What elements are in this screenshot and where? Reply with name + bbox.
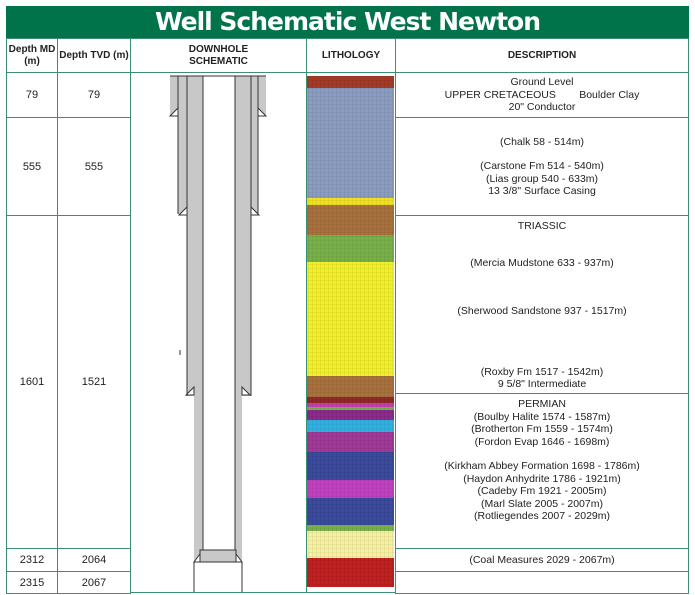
description-line: (Roxby Fm 1517 - 1542m) (480, 365, 604, 378)
description-line: (Marl Slate 2005 - 2007m) (481, 497, 603, 510)
description-cell: TRIASSIC (Mercia Mudstone 633 - 937m) (She… (395, 215, 689, 394)
lithology-layer (307, 88, 394, 198)
lithology-layer (307, 407, 394, 410)
description-line: (Carstone Fm 514 - 540m) (480, 160, 604, 172)
description-line: UPPER CRETACEOUS Boulder Clay (444, 88, 640, 101)
lithology-layer (307, 420, 394, 432)
lithology-layer (307, 558, 394, 587)
lithology-layer (307, 198, 394, 205)
lithology-layer (307, 205, 394, 235)
lithology-layer (307, 410, 394, 420)
description-line: (Sherwood Sandstone 937 - 1517m) (457, 305, 627, 317)
lithology-layer (307, 235, 394, 262)
lithology-layer (307, 76, 394, 88)
description-line: 9 5/8" Intermediate (497, 378, 587, 390)
page-title: Well Schematic West Newton (6, 6, 689, 38)
description-line: (Kirkham Abbey Formation 1698 - 1786m) (444, 460, 640, 472)
lithology-layer (307, 403, 394, 407)
description-line: (Lias group 540 - 633m) (485, 172, 599, 185)
description-line: PERMIAN (518, 398, 566, 410)
lithology-layer (307, 262, 394, 376)
lithology-layer (307, 432, 394, 452)
lithology-layer (307, 397, 394, 403)
description-line: (Fordon Evap 1646 - 1698m) (474, 435, 610, 448)
description-line: (Haydon Anhydrite 1786 - 1921m) (463, 472, 621, 485)
description-cell: PERMIAN(Boulby Halite 1574 - 1587m)(Brot… (395, 393, 689, 549)
description-line: (Coal Measures 2029 - 2067m) (469, 553, 615, 566)
description-line: (Boulby Halite 1574 - 1587m) (473, 410, 611, 423)
lithology-layer (307, 376, 394, 397)
lithology-layer (307, 480, 394, 498)
description-line: (Mercia Mudstone 633 - 937m) (470, 256, 614, 269)
lithology-layer (307, 525, 394, 531)
description-line: (Rotliegendes 2007 - 2029m) (474, 510, 610, 522)
description-line: (Chalk 58 - 514m) (499, 135, 585, 148)
lithology-layer (307, 531, 394, 558)
lithology-layer (307, 498, 394, 525)
lithology-layer (307, 452, 394, 480)
description-line: Ground Level (510, 76, 574, 89)
description-cell (395, 571, 689, 594)
description-line: 20" Conductor (508, 101, 576, 114)
description-line: 13 3/8" Surface Casing (488, 185, 596, 197)
description-line: (Cadeby Fm 1921 - 2005m) (477, 485, 607, 497)
description-line: TRIASSIC (517, 220, 567, 232)
description-line: (Brotherton Fm 1559 - 1574m) (471, 423, 613, 435)
